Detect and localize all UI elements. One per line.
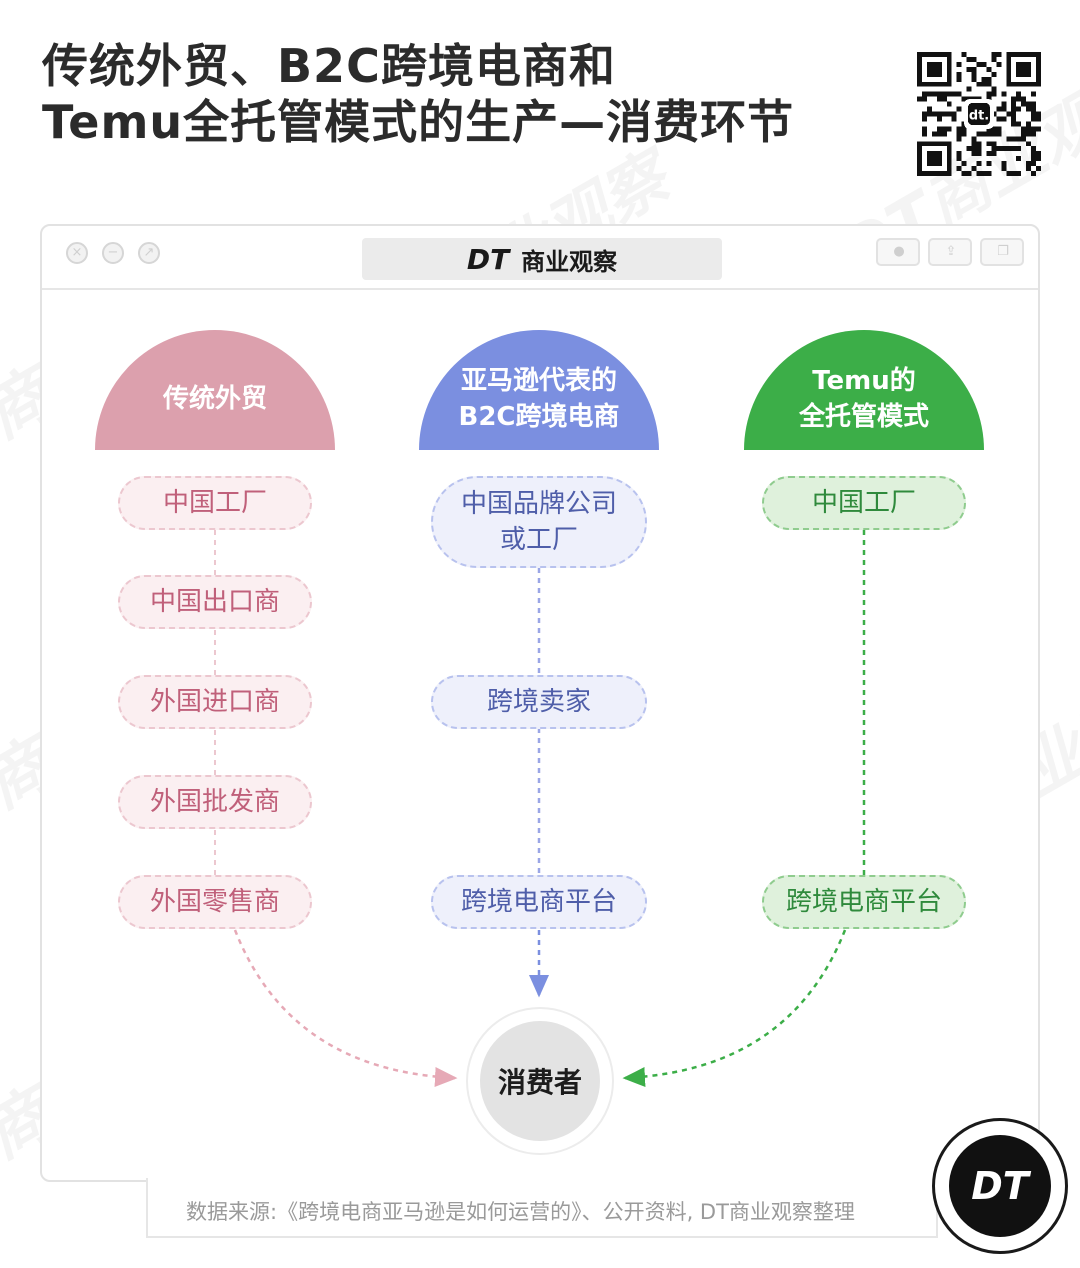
share-icon[interactable]: ⇪ (928, 238, 972, 266)
copy-icon[interactable]: ❐ (980, 238, 1024, 266)
tab-label: 商业观察 (521, 247, 618, 276)
flow-node: 中国工厂 (762, 476, 966, 530)
dt-badge-text: DT (971, 1164, 1029, 1208)
data-source-text: 数据来源:《跨境电商亚马逊是如何运营的》、公开资料, DT商业观察整理 (186, 1200, 855, 1224)
flow-node: 跨境电商平台 (431, 875, 647, 929)
flow-node: 中国工厂 (118, 476, 312, 530)
title-line-2: Temu全托管模式的生产—消费环节 (42, 95, 795, 149)
svg-text:dt.: dt. (969, 108, 989, 123)
source-panel (146, 1178, 938, 1238)
close-icon[interactable]: × (66, 242, 88, 264)
flow-node: 外国进口商 (118, 675, 312, 729)
flow-node: 中国品牌公司 或工厂 (431, 476, 647, 568)
flow-node: 外国零售商 (118, 875, 312, 929)
consumer-node: 消费者 (466, 1007, 614, 1155)
minimize-icon[interactable]: − (102, 242, 124, 264)
connector-line (233, 929, 458, 1088)
flow-node: 中国出口商 (118, 575, 312, 629)
flow-node: 跨境卖家 (431, 675, 647, 729)
window-title-bar: × − ↗ DT 商业观察 ● ⇪ ❐ (42, 226, 1038, 290)
tab-title[interactable]: DT 商业观察 (362, 238, 722, 280)
qr-code: dt. (917, 52, 1041, 176)
flow-node: 外国批发商 (118, 775, 312, 829)
connector-line (622, 929, 847, 1088)
record-icon[interactable]: ● (876, 238, 920, 266)
dt-logo: DT (466, 242, 510, 276)
flow-node: 跨境电商平台 (762, 875, 966, 929)
title-line-1: 传统外贸、B2C跨境电商和 (42, 39, 616, 93)
consumer-label: 消费者 (497, 1066, 582, 1099)
dt-badge-logo: DT (932, 1118, 1068, 1254)
page-title: 传统外贸、B2C跨境电商和 Temu全托管模式的生产—消费环节 (42, 38, 882, 150)
maximize-icon[interactable]: ↗ (138, 242, 160, 264)
